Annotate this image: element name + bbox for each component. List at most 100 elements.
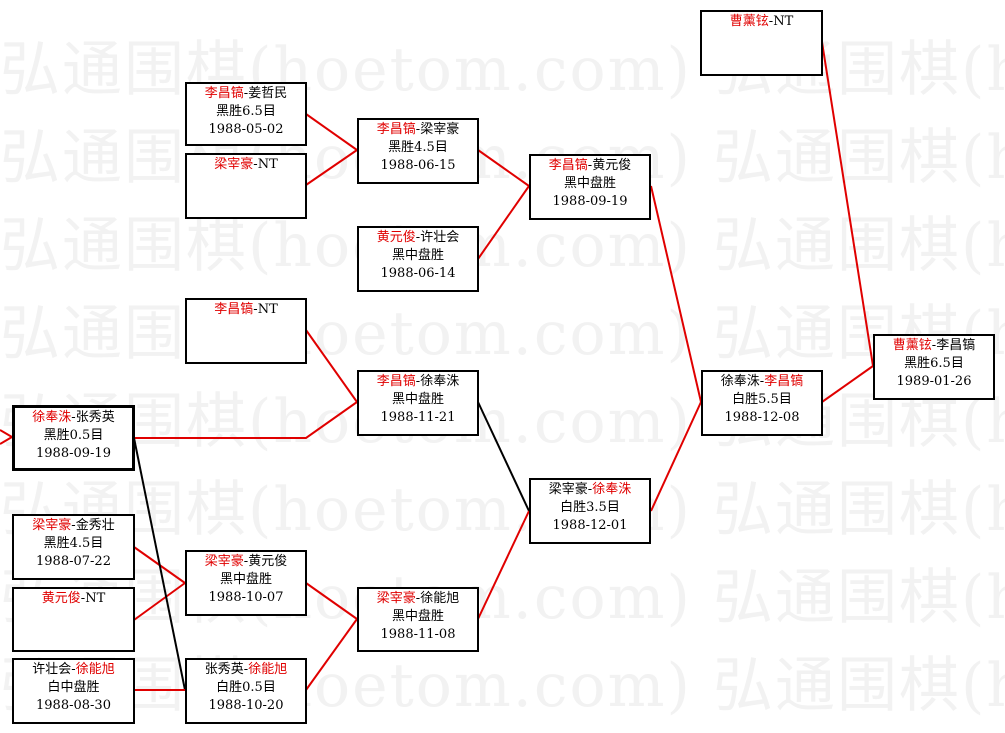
- loser-name: 梁宰豪: [420, 122, 460, 137]
- winner-name: 徐能旭: [248, 662, 288, 677]
- match-date: 1988-07-22: [36, 554, 111, 569]
- match-date: 1988-12-08: [724, 410, 800, 425]
- loser-name: 张秀英: [75, 410, 115, 425]
- loser-name: 许壮会: [420, 230, 460, 245]
- match-players: 曹薰铉-李昌镐: [875, 337, 993, 355]
- match-box: 黄元俊-NT: [12, 587, 135, 652]
- match-box: 梁宰豪-徐奉洙 白胜3.5目 1988-12-01: [529, 478, 651, 544]
- winner-name: 李昌镐: [376, 374, 416, 389]
- loser-name: 张秀英: [204, 662, 244, 677]
- match-players: 李昌镐-梁宰豪: [359, 121, 477, 139]
- name-separator: -: [80, 591, 86, 606]
- connector-line: [133, 582, 186, 621]
- match-box: 徐奉洙-李昌镐 白胜5.5目 1988-12-08: [701, 370, 823, 436]
- match-players: 李昌镐-黄元俊: [531, 157, 649, 175]
- connector-line: [821, 41, 874, 367]
- match-date: 1988-12-01: [552, 518, 628, 533]
- name-separator: -: [415, 122, 421, 137]
- winner-name: 李昌镐: [548, 158, 588, 173]
- match-date: 1988-05-02: [208, 122, 284, 137]
- watermark-row: 弘通围棋(hoetom.com) 弘通围棋(hoetom.com): [0, 387, 1005, 457]
- match-result: 黑中盘胜: [391, 392, 444, 407]
- connector-line: [477, 185, 530, 260]
- match-box: 许壮会-徐能旭 白中盘胜 1988-08-30: [12, 658, 135, 724]
- winner-name: 徐奉洙: [592, 482, 632, 497]
- match-date: 1988-06-14: [380, 266, 456, 281]
- loser-name: 梁宰豪: [548, 482, 588, 497]
- connector-line: [305, 618, 358, 691]
- watermark-row: 弘通围棋(hoetom.com) 弘通围棋(hoetom.com): [0, 211, 1005, 281]
- match-result: 黑中盘胜: [563, 176, 616, 191]
- match-players: 许壮会-徐能旭: [14, 661, 133, 679]
- loser-name: 黄元俊: [592, 158, 632, 173]
- winner-name: 李昌镐: [376, 122, 416, 137]
- connector-line: [650, 185, 702, 403]
- watermark-row: 弘通围棋(hoetom.com) 弘通围棋(hoetom.com): [0, 35, 1005, 105]
- winner-name: 曹薰铉: [892, 338, 932, 353]
- match-box: 曹薰铉-李昌镐 黑胜6.5目 1989-01-26: [873, 334, 995, 400]
- loser-name: 徐能旭: [420, 591, 460, 606]
- winner-name: 李昌镐: [204, 86, 244, 101]
- winner-name: 梁宰豪: [214, 157, 254, 172]
- connector-line: [134, 401, 358, 439]
- name-separator: -: [71, 662, 76, 677]
- loser-name: 徐奉洙: [720, 374, 760, 389]
- connector-line: [133, 437, 186, 691]
- loser-name: NT: [257, 302, 278, 317]
- match-box: 李昌镐-梁宰豪 黑胜4.5目 1988-06-15: [357, 118, 479, 184]
- name-separator: -: [243, 86, 249, 101]
- match-box: 梁宰豪-金秀壮 黑胜4.5目 1988-07-22: [12, 514, 135, 580]
- loser-name: 姜哲民: [248, 86, 288, 101]
- match-result: 黑胜0.5目: [43, 428, 104, 443]
- match-players: 梁宰豪-金秀壮: [14, 517, 133, 535]
- match-players: 梁宰豪-NT: [187, 156, 305, 174]
- match-date: 1988-09-19: [552, 194, 628, 209]
- name-separator: -: [253, 302, 258, 317]
- winner-name: 徐能旭: [75, 662, 115, 677]
- match-box: 李昌镐-姜哲民 黑胜6.5目 1988-05-02: [185, 82, 307, 146]
- winner-name: 梁宰豪: [204, 554, 244, 569]
- match-result: 黑胜6.5目: [904, 356, 964, 371]
- match-players: 徐奉洙-张秀英: [15, 409, 132, 427]
- name-separator: -: [587, 158, 593, 173]
- match-box: 梁宰豪-黄元俊 黑中盘胜 1988-10-07: [185, 550, 307, 616]
- match-result: 黑中盘胜: [391, 248, 444, 263]
- match-result: 黑中盘胜: [219, 572, 272, 587]
- connector-line: [477, 149, 530, 187]
- match-date: 1988-11-08: [380, 627, 456, 642]
- loser-name: 李昌镐: [936, 338, 976, 353]
- loser-name: 金秀壮: [75, 518, 115, 533]
- watermark-row: 弘通围棋(hoetom.com) 弘通围棋(hoetom.com): [0, 563, 1005, 633]
- match-players: 梁宰豪-徐奉洙: [531, 481, 649, 499]
- match-players: 徐奉洙-李昌镐: [703, 373, 821, 391]
- name-separator: -: [768, 14, 774, 29]
- match-box: 李昌镐-NT: [185, 298, 307, 364]
- match-date: 1988-10-20: [208, 698, 284, 713]
- match-players: 李昌镐-NT: [187, 301, 305, 319]
- match-players: 李昌镐-姜哲民: [187, 85, 305, 103]
- match-players: 曹薰铉-NT: [702, 13, 821, 31]
- match-box: 黄元俊-许壮会 黑中盘胜 1988-06-14: [357, 226, 479, 292]
- match-date: 1989-01-26: [896, 374, 972, 389]
- match-date: 1988-06-15: [380, 158, 456, 173]
- winner-name: 李昌镐: [214, 302, 254, 317]
- connector-line: [0, 436, 13, 445]
- match-box: 梁宰豪-NT: [185, 153, 307, 219]
- match-players: 梁宰豪-徐能旭: [359, 590, 477, 608]
- connector-line: [477, 510, 530, 620]
- winner-name: 梁宰豪: [376, 591, 416, 606]
- winner-name: 李昌镐: [764, 374, 804, 389]
- name-separator: -: [931, 338, 937, 353]
- connector-line: [477, 401, 530, 512]
- match-box: 张秀英-徐能旭 白胜0.5目 1988-10-20: [185, 658, 307, 724]
- winner-name: 徐奉洙: [32, 410, 72, 425]
- loser-name: 黄元俊: [248, 554, 288, 569]
- match-date: 1988-10-07: [208, 590, 284, 605]
- loser-name: NT: [85, 591, 106, 606]
- name-separator: -: [415, 374, 421, 389]
- match-box: 梁宰豪-徐能旭 黑中盘胜 1988-11-08: [357, 587, 479, 652]
- winner-name: 梁宰豪: [32, 518, 72, 533]
- match-players: 黄元俊-NT: [14, 590, 133, 608]
- name-separator: -: [415, 230, 421, 245]
